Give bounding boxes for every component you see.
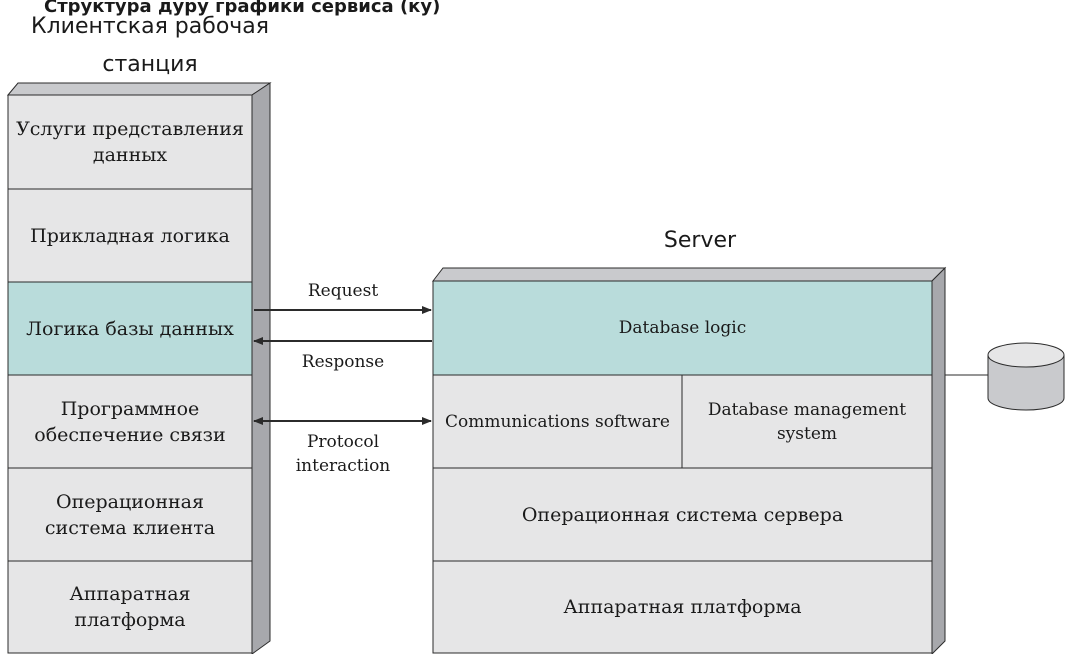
server-layer-database-logic (432, 280, 933, 376)
protocol-interaction-label: Protocol interaction (295, 432, 391, 476)
client-block-side-face (251, 82, 271, 654)
client-layer-hardware-label: Аппаратная платформа (69, 583, 191, 631)
server-hardware-label: Аппаратная платформа (563, 596, 802, 618)
server-dbms-label: Database management system (707, 399, 907, 444)
server-os-label: Операционная система сервера (521, 503, 844, 526)
response-label: Response (301, 352, 385, 372)
client-layer-os (7, 467, 253, 562)
server-title: Server (663, 228, 737, 253)
client-layer-communications-label: Программное обеспечение связи (34, 397, 226, 446)
server-block-side-face (931, 266, 946, 654)
server-database-logic-label: Database logic (618, 318, 747, 338)
request-label: Request (307, 281, 379, 301)
client-layer-database-logic-label: Логика базы данных (26, 317, 234, 340)
server-layer-os (432, 467, 933, 562)
client-block-top-face (6, 82, 272, 96)
server-communications-label: Communications software (444, 411, 670, 432)
client-layer-os-label: Операционная система клиента (44, 490, 216, 539)
server-block-top-face (431, 267, 947, 282)
server-layer-communications (432, 374, 683, 469)
client-layer-communications (7, 374, 253, 469)
client-layer-presentation-label: Услуги представления данных (16, 118, 244, 166)
database-cylinder-icon (987, 342, 1065, 411)
client-layer-application-logic-label: Прикладная логика (30, 224, 230, 247)
server-layer-hardware (432, 560, 933, 654)
clipped-header-text: Структура дуру графики сервиса (ку) (44, 0, 441, 17)
client-workstation-title: Клиентская рабочая станция (31, 14, 269, 77)
client-layer-hardware (7, 560, 253, 654)
client-layer-presentation (7, 94, 253, 190)
